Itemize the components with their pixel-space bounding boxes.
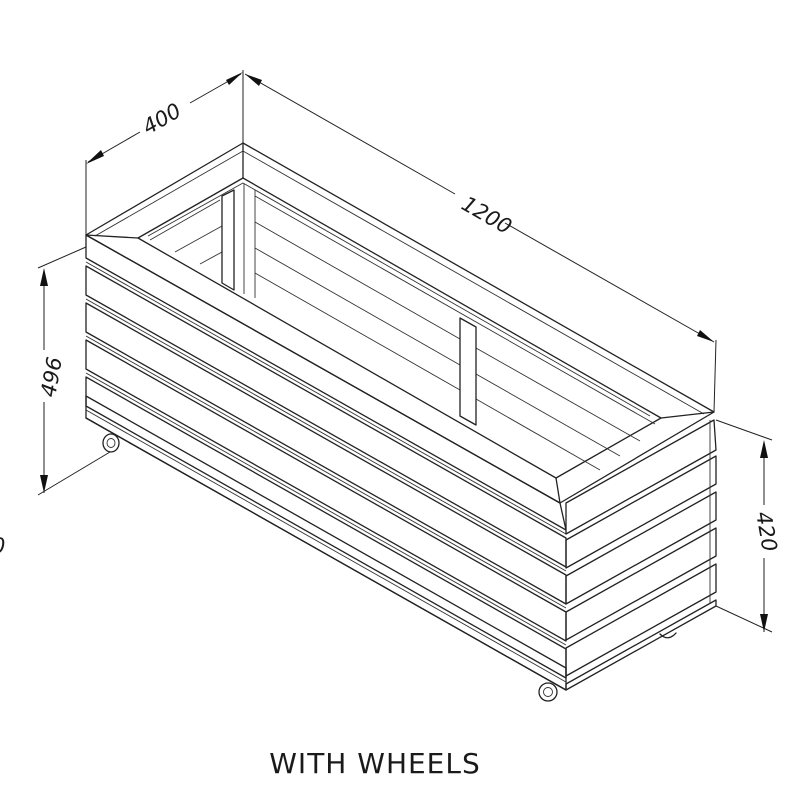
front-slats: [85, 234, 567, 691]
dimension-body-height: 420: [715, 419, 782, 633]
caption: WITH WHEELS: [269, 747, 481, 780]
wheel-front-left: [102, 433, 120, 453]
cropped-dimension-label: 0: [0, 534, 5, 558]
wheels: [102, 433, 677, 702]
body-height-label: 420: [751, 510, 782, 554]
dimension-length: 1200: [244, 73, 717, 413]
end-slats: [565, 419, 717, 691]
planter-box: [85, 142, 717, 691]
depth-label: 400: [139, 98, 186, 139]
interior-back-wall: [149, 195, 656, 471]
total-height-label: 496: [36, 355, 67, 399]
wheel-front-right: [538, 682, 558, 702]
dimension-total-height: 496: [36, 246, 111, 496]
top-frame-inner: [137, 177, 662, 479]
length-label: 1200: [458, 192, 516, 240]
interior-posts: [221, 184, 477, 426]
wheel-back-right: [659, 632, 677, 639]
dimension-depth: 400: [85, 70, 244, 235]
